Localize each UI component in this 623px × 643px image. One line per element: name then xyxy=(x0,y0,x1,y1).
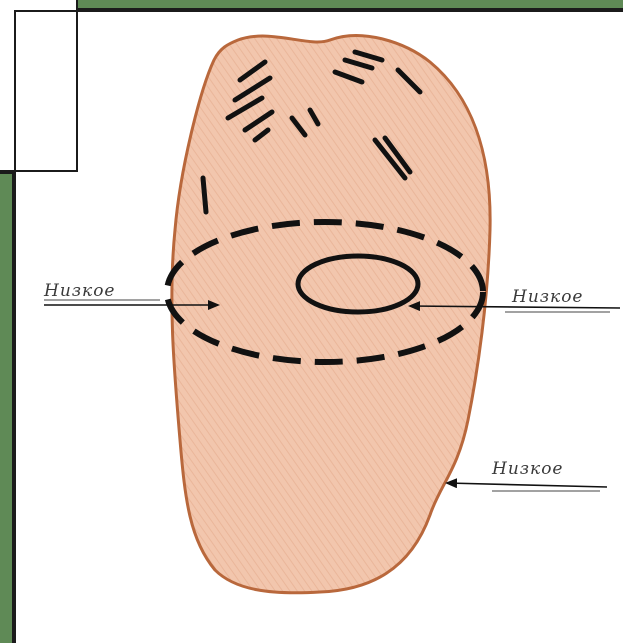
label-right: Низкое xyxy=(511,287,584,307)
sole-outline xyxy=(172,36,490,593)
bottom-right-arrow xyxy=(447,483,607,491)
label-bottom-right: Низкое xyxy=(491,459,564,479)
label-left: Низкое xyxy=(43,281,116,301)
